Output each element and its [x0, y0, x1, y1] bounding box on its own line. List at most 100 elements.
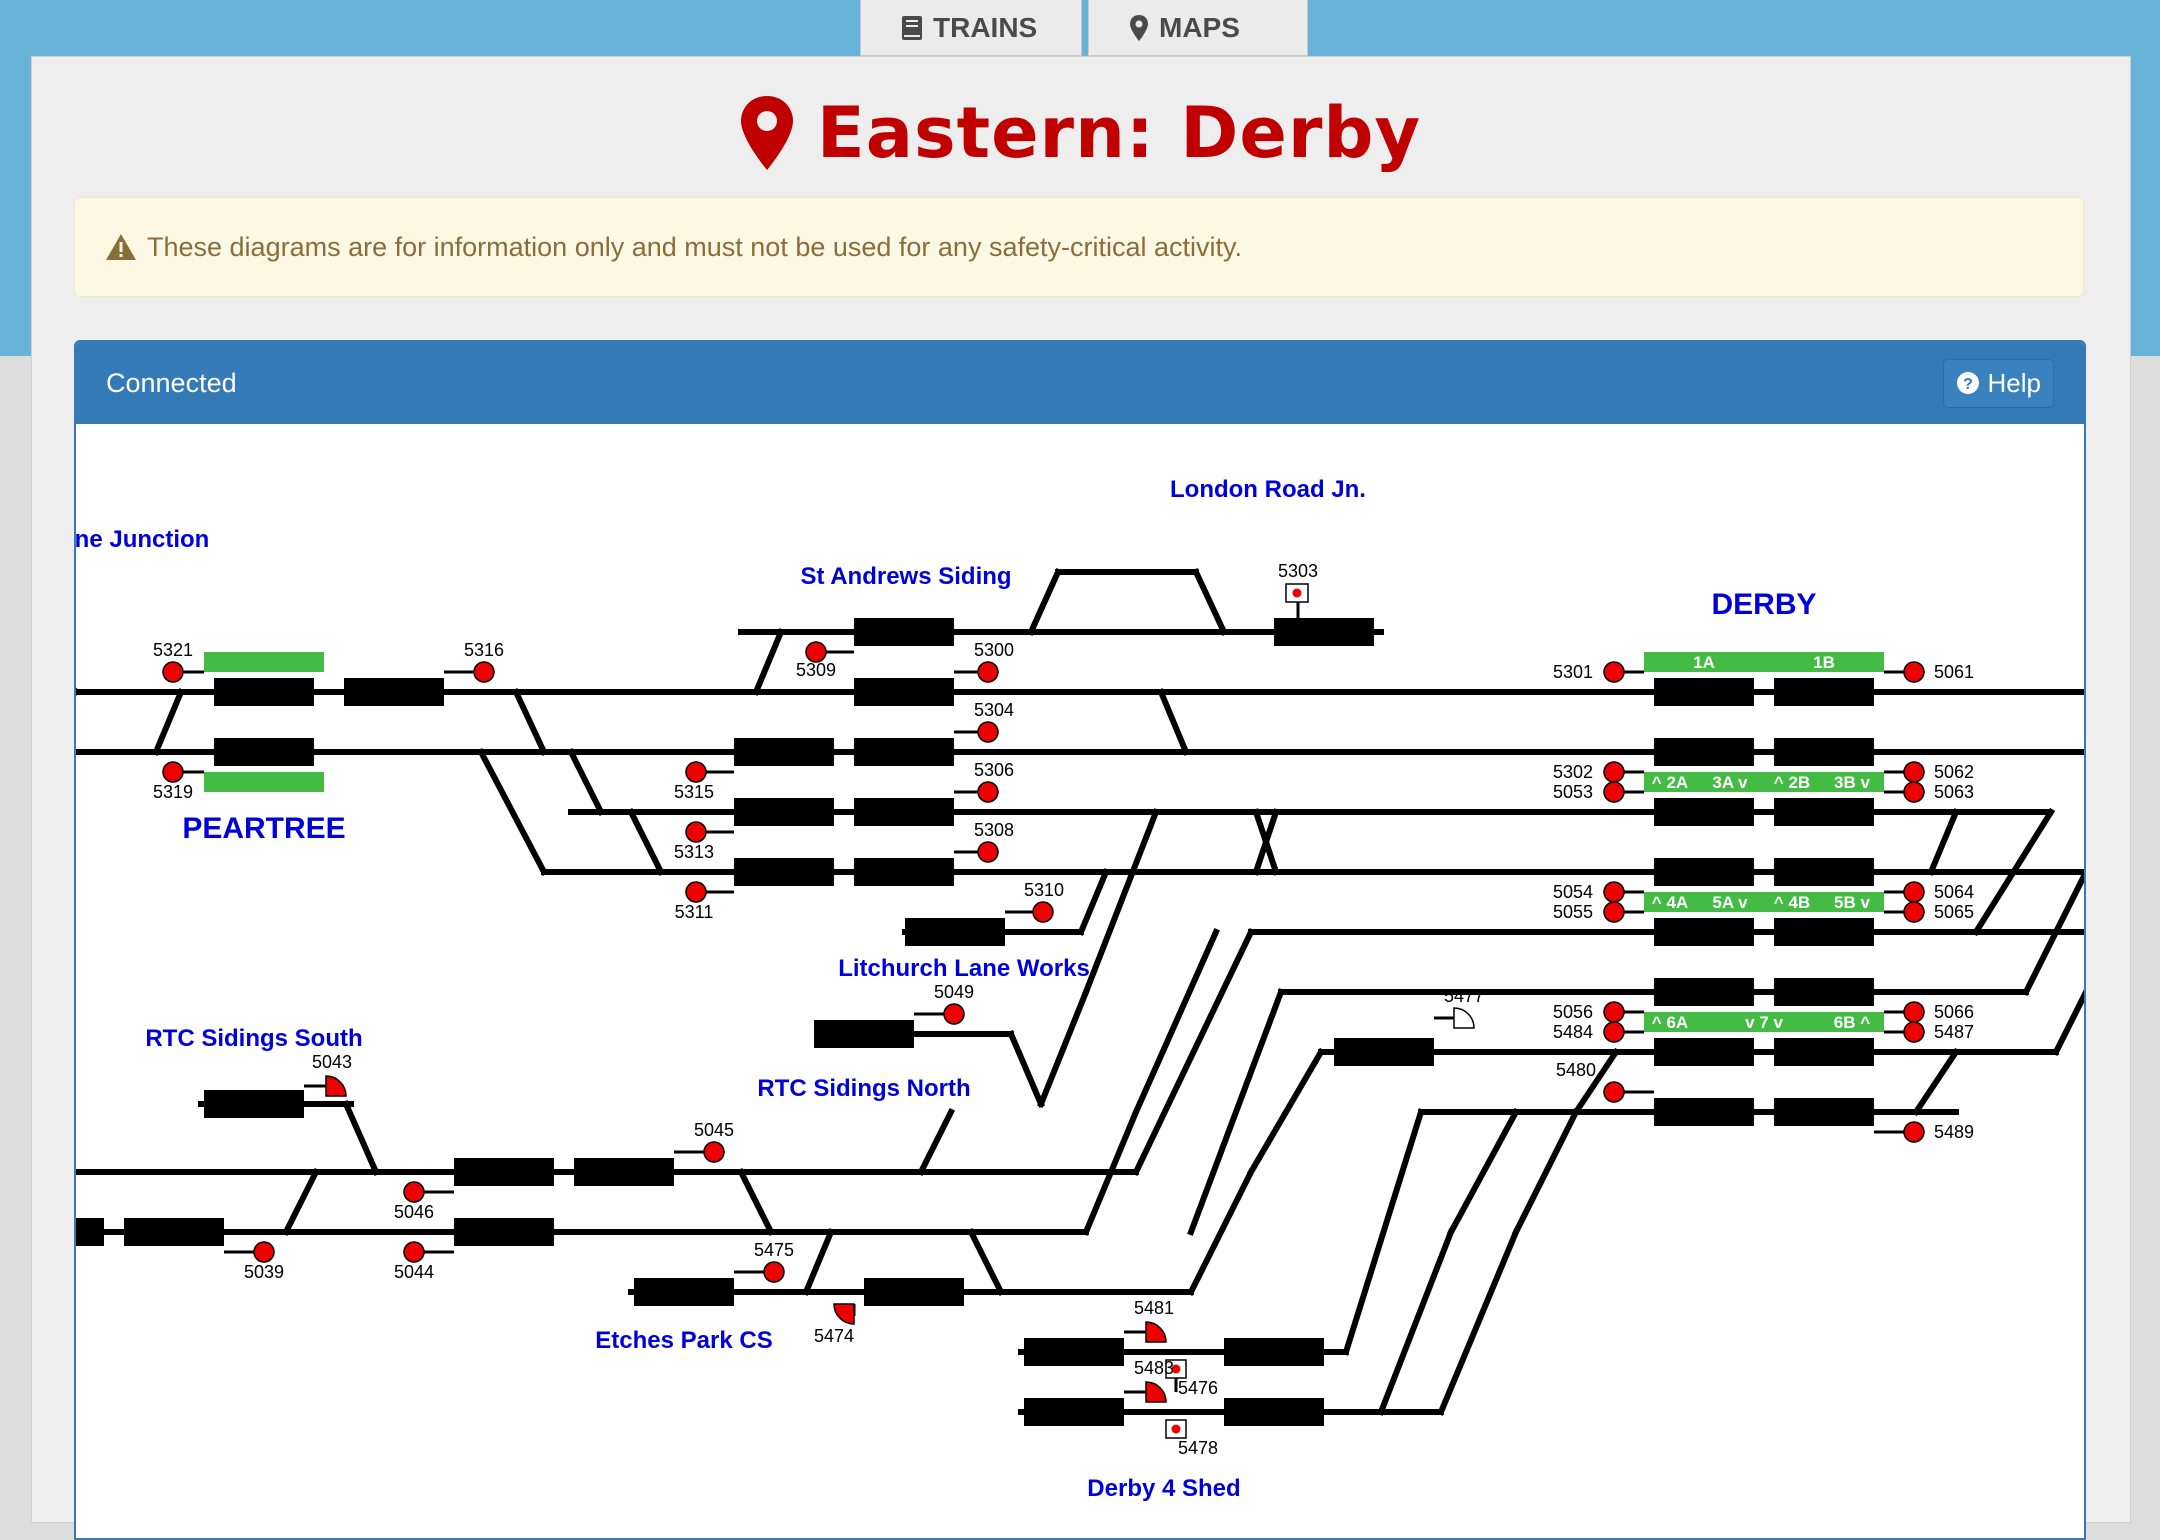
tab-maps[interactable]: MAPS [1088, 0, 1308, 56]
signal-5065[interactable] [1903, 901, 1925, 923]
signal-5055[interactable] [1603, 901, 1625, 923]
signal-5064[interactable] [1903, 881, 1925, 903]
book-icon [902, 15, 922, 40]
platform-label-6b: 6B ^ [1834, 1013, 1870, 1032]
page-title: Eastern: Derby [0, 92, 2160, 177]
signal-5487[interactable] [1903, 1021, 1925, 1043]
map-marker-icon [1130, 14, 1148, 41]
signal-5044[interactable] [403, 1241, 425, 1263]
signal-5484[interactable] [1603, 1021, 1625, 1043]
platform-label-1b: 1B [1813, 653, 1835, 672]
panel-heading: Connected ? Help [76, 342, 2084, 424]
signal-label: 5046 [394, 1202, 434, 1222]
signal-label: 5064 [1934, 882, 1974, 902]
platform-label-2b: ^ 2B [1774, 773, 1810, 792]
signal-label: 5049 [934, 982, 974, 1002]
signal-5308[interactable] [977, 841, 999, 863]
signal-label: 5039 [244, 1262, 284, 1282]
signal-label: 5306 [974, 760, 1014, 780]
signal-5056[interactable] [1603, 1001, 1625, 1023]
peartree-platform-up [204, 652, 324, 672]
signal-5053[interactable] [1603, 781, 1625, 803]
signal-label: 5301 [1553, 662, 1593, 682]
signal-label: 5321 [153, 640, 193, 660]
platform-label-5b: 5B v [1834, 893, 1870, 912]
platform-label-6a: ^ 6A [1652, 1013, 1688, 1032]
signal-5319[interactable] [162, 761, 184, 783]
signal-layer [162, 583, 1925, 1439]
signal-label: 5303 [1278, 561, 1318, 581]
signal-5061[interactable] [1903, 661, 1925, 683]
platform-layer: 1A 1B ^ 2A 3A v ^ 2B 3B v ^ 4A 5A v ^ 4B… [204, 652, 1884, 1032]
signal-label: 5315 [674, 782, 714, 802]
platform-label-3a: 3A v [1712, 773, 1748, 792]
signal-label: 5474 [814, 1326, 854, 1346]
signal-5066[interactable] [1903, 1001, 1925, 1023]
location-rtc-south: RTC Sidings South [145, 1025, 362, 1052]
signal-5489[interactable] [1903, 1121, 1925, 1143]
signal-5063[interactable] [1903, 781, 1925, 803]
location-etches: Etches Park CS [595, 1327, 772, 1354]
top-nav: TRAINS MAPS [860, 0, 1308, 56]
platform-4-5 [1644, 892, 1884, 912]
signal-label: 5476 [1178, 1378, 1218, 1398]
signal-5309[interactable] [805, 641, 827, 663]
signal-5306[interactable] [977, 781, 999, 803]
signal-5474[interactable] [833, 1303, 855, 1325]
location-litchurch: Litchurch Lane Works [838, 955, 1090, 982]
signal-5316[interactable] [473, 661, 495, 683]
signal-5313[interactable] [685, 821, 707, 843]
signal-5300[interactable] [977, 661, 999, 683]
location-derby: DERBY [1711, 588, 1816, 621]
signal-label: 5055 [1553, 902, 1593, 922]
signal-label: 5484 [1553, 1022, 1593, 1042]
signal-label: 5063 [1934, 782, 1974, 802]
signal-5304[interactable] [977, 721, 999, 743]
signal-5311[interactable] [685, 881, 707, 903]
signal-label: 5313 [674, 842, 714, 862]
signal-5049[interactable] [943, 1003, 965, 1025]
signal-label: 5300 [974, 640, 1014, 660]
signal-5054[interactable] [1603, 881, 1625, 903]
signal-5321[interactable] [162, 661, 184, 683]
signal-label: 5477 [1444, 986, 1484, 1006]
location-junction: ne Junction [76, 526, 209, 553]
platform-label-4b: ^ 4B [1774, 893, 1810, 912]
signal-5477[interactable] [1453, 1007, 1475, 1029]
signal-5483[interactable] [1145, 1381, 1167, 1403]
help-label: Help [1987, 367, 2041, 398]
signal-label: 5489 [1934, 1122, 1974, 1142]
help-button[interactable]: ? Help [1942, 358, 2054, 408]
location-peartree: PEARTREE [182, 812, 345, 845]
signal-label: 5066 [1934, 1002, 1974, 1022]
signal-label: 5308 [974, 820, 1014, 840]
signal-5301[interactable] [1603, 661, 1625, 683]
tab-trains[interactable]: TRAINS [860, 0, 1082, 56]
platform-label-1a: 1A [1693, 653, 1715, 672]
signal-5480[interactable] [1603, 1081, 1625, 1103]
signal-5315[interactable] [685, 761, 707, 783]
connection-status: Connected [106, 367, 237, 398]
signal-5310[interactable] [1032, 901, 1054, 923]
alert-text: These diagrams are for information only … [147, 231, 1242, 262]
platform-label-2a: ^ 2A [1652, 773, 1688, 792]
signal-5045[interactable] [703, 1141, 725, 1163]
signal-label: 5310 [1024, 880, 1064, 900]
signal-label: 5053 [1553, 782, 1593, 802]
signal-5043[interactable] [325, 1075, 347, 1097]
signal-5475[interactable] [763, 1261, 785, 1283]
signal-label: 5319 [153, 782, 193, 802]
location-rtc-north: RTC Sidings North [757, 1075, 970, 1102]
platform-label-5a: 5A v [1712, 893, 1748, 912]
platform-label-7: v 7 v [1745, 1013, 1783, 1032]
signal-5481[interactable] [1145, 1321, 1167, 1343]
signal-label: 5309 [796, 660, 836, 680]
signal-label: 5045 [694, 1120, 734, 1140]
signal-5302[interactable] [1603, 761, 1625, 783]
signal-5062[interactable] [1903, 761, 1925, 783]
signal-5046[interactable] [403, 1181, 425, 1203]
signal-label: 5480 [1556, 1060, 1596, 1080]
signal-label: 5481 [1134, 1298, 1174, 1318]
location-label-layer: ne Junction London Road Jn. St Andrews S… [76, 476, 1817, 1502]
signal-5039[interactable] [253, 1241, 275, 1263]
